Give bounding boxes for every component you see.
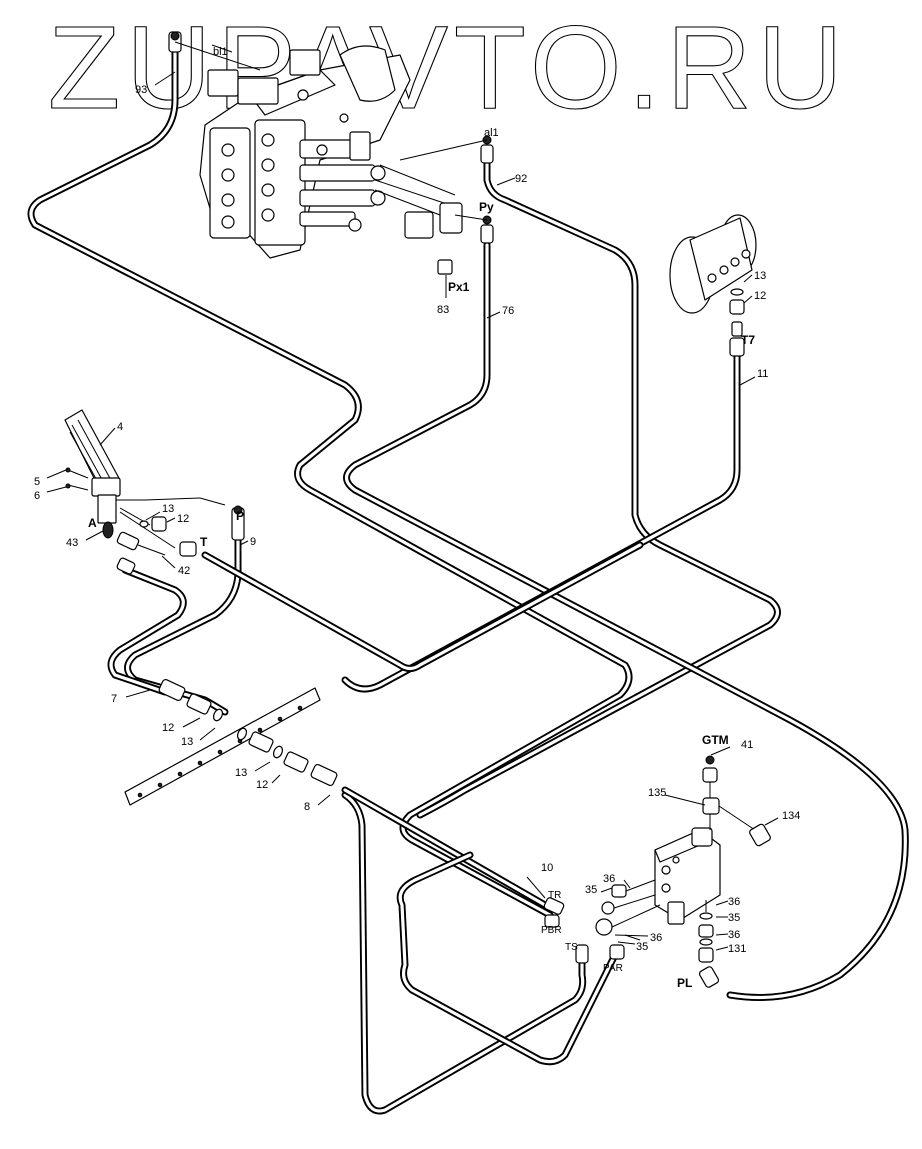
hose-7 xyxy=(107,566,187,696)
callout-35-lower: 35 xyxy=(636,941,648,953)
fitting-al1 xyxy=(480,144,494,164)
label-port-t: T xyxy=(200,535,208,549)
fitting-42 xyxy=(116,531,140,551)
callout-83: 83 xyxy=(437,304,449,316)
valve-fittings xyxy=(168,31,494,244)
callout-12-tank: 12 xyxy=(754,290,766,302)
port-a-fitting xyxy=(102,521,114,539)
callout-11: 11 xyxy=(757,368,768,380)
callout-7: 7 xyxy=(111,693,117,705)
label-port-par: PAR xyxy=(603,963,623,974)
fitting-pl xyxy=(698,966,720,988)
callout-9: 9 xyxy=(250,536,256,548)
label-port-gtm: GTM xyxy=(702,733,729,747)
adapter-131 xyxy=(698,947,714,963)
hoses xyxy=(27,38,909,1115)
adapter-12-pedal xyxy=(151,516,167,532)
hose-11 xyxy=(341,351,741,693)
fitting-par xyxy=(609,944,625,960)
callout-41: 41 xyxy=(741,739,753,751)
pedal-valve xyxy=(64,409,245,575)
callout-12-bracket-b: 12 xyxy=(256,779,268,791)
label-port-tr: TR xyxy=(548,890,561,901)
fitting-t-pedal xyxy=(179,541,197,557)
callout-36-upper: 36 xyxy=(603,873,615,885)
hydraulic-tank-port xyxy=(669,214,757,357)
elbow-134 xyxy=(749,823,771,847)
callout-4: 4 xyxy=(117,421,123,433)
port-labels: bl1 al1 Py Px1 P T A T7 GTM TR PBR TS PA… xyxy=(88,46,755,990)
label-port-p: P xyxy=(236,509,244,523)
callout-6: 6 xyxy=(34,490,40,502)
callout-135: 135 xyxy=(648,787,666,799)
watermark-text: ZUPAVTO.RU xyxy=(48,2,849,134)
callout-numbers: 93 92 83 76 13 12 11 4 5 6 43 13 12 9 42… xyxy=(34,84,800,955)
leader-lines xyxy=(46,44,779,951)
fitting-tr xyxy=(543,897,565,915)
label-port-pl: PL xyxy=(677,976,692,990)
callout-36-lower: 36 xyxy=(650,932,662,944)
label-port-bl1: bl1 xyxy=(213,46,228,58)
px1-plug xyxy=(437,259,453,275)
callout-43: 43 xyxy=(66,537,78,549)
adapter-12-tank xyxy=(729,299,745,315)
callout-13-bracket-a: 13 xyxy=(181,736,193,748)
callout-10: 10 xyxy=(541,862,553,874)
oring-13-tank xyxy=(730,288,744,296)
main-control-valve xyxy=(199,45,463,275)
hose-par-loop xyxy=(396,851,619,1066)
hose-9 xyxy=(124,536,242,716)
bulkhead-bracket xyxy=(124,678,338,806)
callout-131: 131 xyxy=(728,943,746,955)
callout-5: 5 xyxy=(34,476,40,488)
callout-93: 93 xyxy=(135,84,147,96)
hose-92 xyxy=(416,156,781,819)
tee-135 xyxy=(702,797,720,815)
oring-13-pedal xyxy=(139,520,149,528)
hose-93 xyxy=(27,38,633,919)
label-port-al1: al1 xyxy=(484,127,499,139)
callout-12-pedal: 12 xyxy=(177,513,189,525)
callout-35-pl: 35 xyxy=(728,912,740,924)
callout-134: 134 xyxy=(782,810,800,822)
fitting-py xyxy=(480,224,494,244)
hose-t-port xyxy=(201,541,644,672)
callout-8: 8 xyxy=(304,801,310,813)
oring-36 xyxy=(699,912,713,920)
fitting-pbr xyxy=(544,914,560,928)
label-port-a: A xyxy=(88,516,97,530)
callout-13-bracket-b: 13 xyxy=(235,767,247,779)
brake-valve-block xyxy=(543,755,771,988)
fitting-ts xyxy=(575,944,589,964)
callout-92: 92 xyxy=(515,173,527,185)
adapter-35 xyxy=(698,924,714,938)
callout-12-bracket-a: 12 xyxy=(162,722,174,734)
fitting-t7 xyxy=(729,337,745,357)
callout-13-tank: 13 xyxy=(754,270,766,282)
fitting-gtm xyxy=(702,767,718,783)
label-port-px1: Px1 xyxy=(448,280,470,294)
hose-76 xyxy=(343,241,909,1001)
label-port-ts: TS xyxy=(565,942,578,953)
label-port-py: Py xyxy=(479,200,494,214)
hose-10 xyxy=(341,786,549,909)
callout-35-upper: 35 xyxy=(585,884,597,896)
callout-13-pedal: 13 xyxy=(162,503,174,515)
callout-36-pl-a: 36 xyxy=(728,896,740,908)
callout-36-pl-b: 36 xyxy=(728,929,740,941)
label-port-t7: T7 xyxy=(741,333,755,347)
label-port-pbr: PBR xyxy=(541,925,562,936)
callout-76: 76 xyxy=(502,305,514,317)
hose-8 xyxy=(341,791,587,1115)
callout-42: 42 xyxy=(178,565,190,577)
